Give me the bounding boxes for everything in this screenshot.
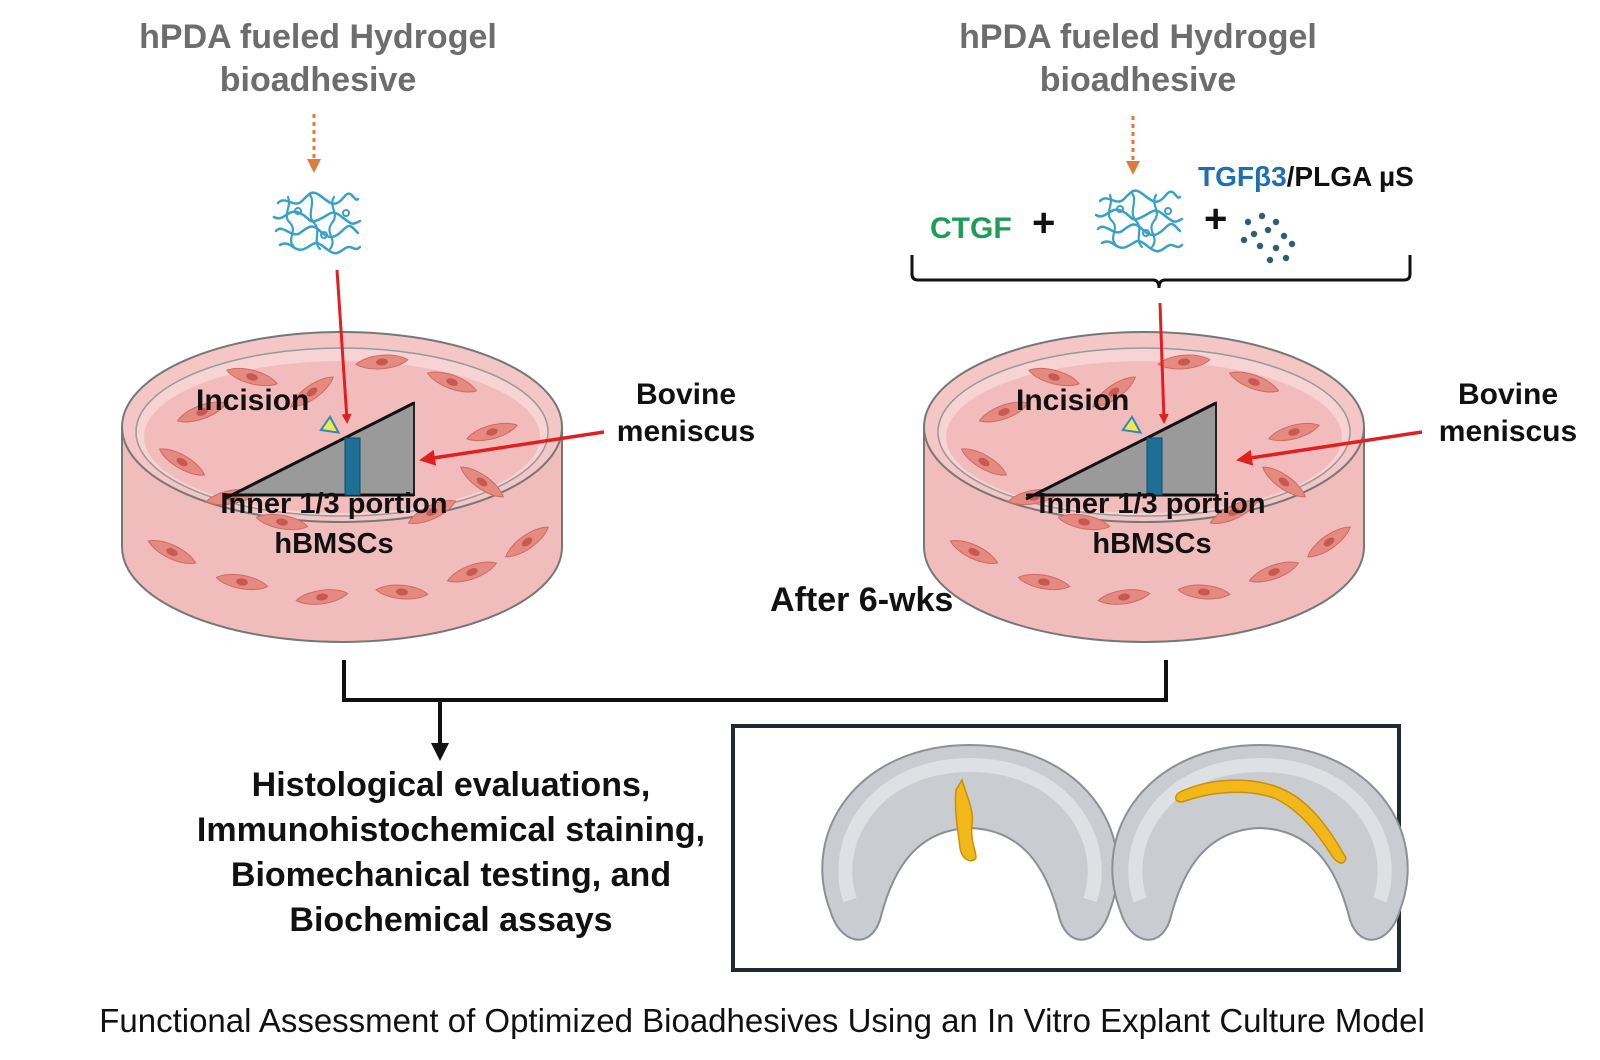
outcome-1: Histological evaluations, xyxy=(252,766,651,804)
plga-label: /PLGA µS xyxy=(1287,161,1414,192)
right-bracket xyxy=(910,255,1412,289)
right-bovine-line2: meniscus xyxy=(1439,415,1577,448)
left-title-line2: bioadhesive xyxy=(220,61,417,99)
right-panel: hPDA fueled Hydrogel bioadhesive CTGF + … xyxy=(910,18,1577,642)
left-inner-label: Inner 1/3 portion xyxy=(220,488,447,520)
petri-dish-icon xyxy=(924,332,1364,642)
ctgf-label: CTGF xyxy=(930,212,1012,245)
meniscus-icon xyxy=(821,743,1119,941)
hydrogel-network-icon xyxy=(1094,189,1184,253)
left-panel: hPDA fueled Hydrogel bioadhesive Incisio… xyxy=(122,18,755,642)
left-title-line1: hPDA fueled Hydrogel xyxy=(139,18,497,56)
right-cells-label: hBMSCs xyxy=(1092,528,1211,560)
right-title-line1: hPDA fueled Hydrogel xyxy=(959,18,1317,56)
petri-dish-icon xyxy=(122,332,562,642)
connector-bracket xyxy=(342,660,1168,702)
right-incision-label: Incision xyxy=(1016,384,1129,417)
meniscus-icon xyxy=(1111,743,1409,941)
outcomes-list: Histological evaluations, Immunohistoche… xyxy=(197,766,705,939)
plus-sign-2: + xyxy=(1204,197,1227,241)
left-incision-label: Incision xyxy=(196,384,309,417)
tgf-label: TGFβ3 xyxy=(1198,161,1287,192)
microspheres-icon xyxy=(1240,212,1296,264)
plus-sign-1: + xyxy=(1032,201,1055,245)
left-bovine-line2: meniscus xyxy=(617,415,755,448)
figure-caption: Functional Assessment of Optimized Bioad… xyxy=(99,1002,1425,1039)
timeline-label: After 6-wks xyxy=(770,581,953,619)
left-hydrogel-arrow xyxy=(335,269,352,424)
right-inner-label: Inner 1/3 portion xyxy=(1038,488,1265,520)
right-meniscus-arrow xyxy=(1236,430,1423,466)
left-cells-label: hBMSCs xyxy=(274,528,393,560)
outcome-3: Biomechanical testing, and xyxy=(231,856,671,894)
right-hydrogel-arrow xyxy=(1158,302,1169,424)
right-title-line2: bioadhesive xyxy=(1040,61,1237,99)
tgf-plga-label: TGFβ3/PLGA µS xyxy=(1198,161,1414,192)
outcome-2: Immunohistochemical staining, xyxy=(197,811,705,849)
right-bovine-line1: Bovine xyxy=(1458,378,1558,411)
hydrogel-network-icon xyxy=(272,191,362,255)
left-meniscus-arrow xyxy=(419,430,605,466)
left-bovine-line1: Bovine xyxy=(636,378,736,411)
outcome-4: Biochemical assays xyxy=(289,901,612,939)
